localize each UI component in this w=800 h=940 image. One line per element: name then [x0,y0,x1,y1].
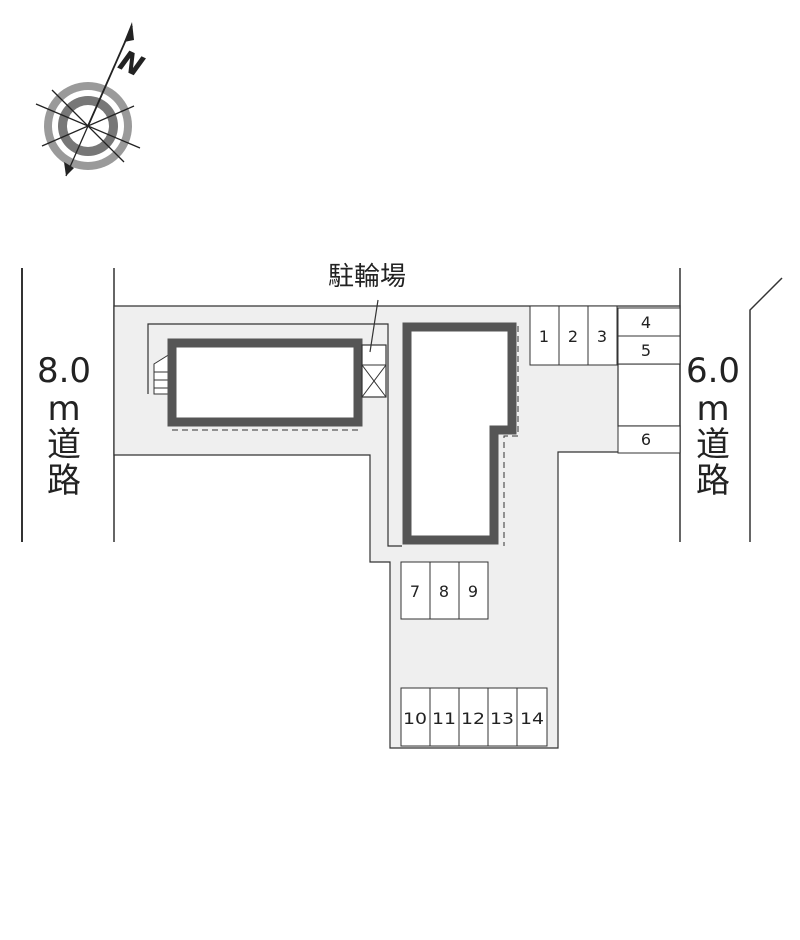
parking-slot-number: 8 [439,582,449,601]
walkway-outline [147,323,402,547]
parking-slot-number: 10 [403,709,427,728]
parking-slot-number: 5 [641,341,651,360]
right-road-unit: m [696,389,729,429]
building-left [167,338,363,427]
right-road-outer-edge [749,277,783,542]
parking-slot [429,561,460,620]
parking-slot-number: 4 [641,313,651,332]
building-right [402,322,517,545]
building-right-eave [503,326,519,546]
north-arrow-line [87,25,133,127]
right-road-label: 6.0 m 道 路 [686,351,740,501]
parking-middle-row: 7 8 9 [400,561,489,620]
parking-slot [587,305,618,366]
parking-slot [400,687,431,747]
stairs-icon [153,353,171,395]
left-road-label: 8.0 m 道 路 [37,351,91,501]
north-arrow-head-icon [124,22,134,42]
compass-icon: N [35,22,149,177]
bicycle-parking-leader-line [369,299,379,353]
parking-slot [458,561,489,620]
parking-slot [617,335,681,365]
parking-slot-number: 7 [410,582,420,601]
parking-slot [558,305,589,366]
parking-slot [617,425,681,454]
parking-top-right: 4 5 [617,307,681,365]
parking-slot [458,687,489,747]
right-road-width: 6.0 [686,351,740,391]
bicycle-parking-label: 駐輪場 [328,262,406,292]
parking-slot-number: 12 [461,709,485,728]
right-road-name-1: 道 [696,425,730,465]
parking-slot-number: 3 [597,327,607,346]
parking-slot-number: 9 [468,582,478,601]
north-label: N [114,44,149,84]
left-road-name-2: 路 [47,461,81,501]
right-road-name-2: 路 [696,461,730,501]
parking-slot-number: 1 [539,327,549,346]
parking-slot-number: 6 [641,430,651,449]
parking-slot [529,305,560,366]
parking-slot [487,687,518,747]
left-road-width: 8.0 [37,351,91,391]
parking-top-row: 1 2 3 [529,305,618,366]
left-road-name-1: 道 [47,425,81,465]
parking-bottom-row: 10 11 12 13 14 [400,687,548,747]
parking-slot-number: 14 [520,709,544,728]
left-road-unit: m [47,389,80,429]
parking-slot [429,687,460,747]
parking-slot-number: 13 [490,709,514,728]
parking-slot [400,561,431,620]
parking-slot-number: 2 [568,327,578,346]
bicycle-parking-area [361,344,387,398]
parking-slot-number: 11 [432,709,456,728]
parking-slot [516,687,548,747]
